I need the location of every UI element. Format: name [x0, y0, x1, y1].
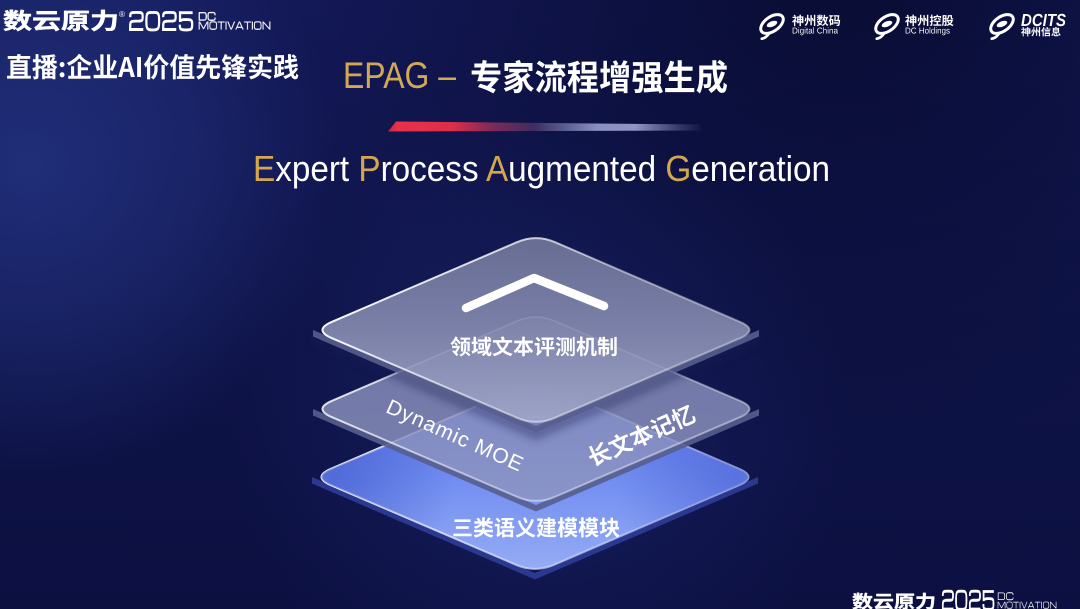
svg-text:®: ® [119, 10, 125, 19]
svg-text:Expert Process Augmented Gener: Expert Process Augmented Generation [253, 148, 830, 189]
svg-text:EPAG –: EPAG – [343, 55, 456, 96]
